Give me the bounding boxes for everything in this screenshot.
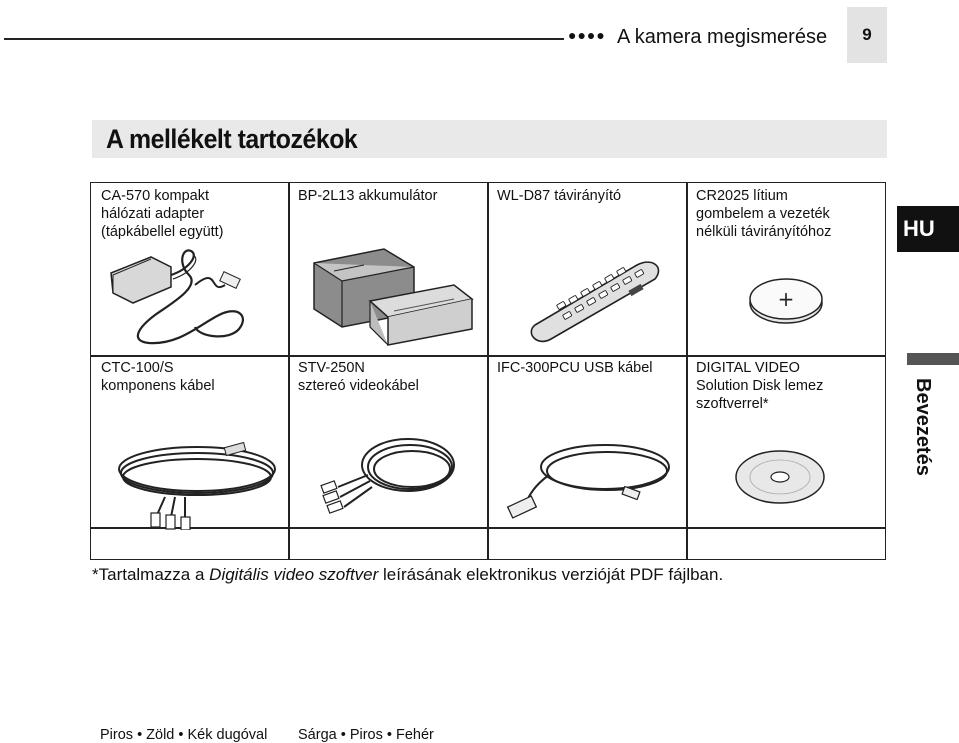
cd-disk-icon	[735, 450, 825, 504]
chapter-title: A kamera megismerése	[617, 26, 828, 48]
accessory-label: CA-570 kompakt hálózati adapter (tápkábe…	[101, 188, 224, 240]
remote-control-icon	[530, 261, 660, 343]
accessory-usb-cable: IFC-300PCU USB kábel	[487, 355, 686, 527]
accessory-stereo-cable: STV-250N sztereó videokábel	[288, 355, 487, 527]
accessories-grid: CA-570 kompakt hálózati adapter (tápkábe…	[90, 182, 887, 743]
grid-divider	[91, 527, 885, 529]
accessory-label: DIGITAL VIDEO Solution Disk lemez szoftv…	[696, 360, 824, 412]
accessory-cd: DIGITAL VIDEO Solution Disk lemez szoftv…	[686, 355, 887, 527]
stereo-cable-note: Sárga • Piros • Fehér	[298, 727, 434, 743]
accessory-label: BP-2L13 akkumulátor	[298, 188, 438, 204]
side-tab: Bevezetés	[912, 378, 934, 490]
accessory-remote: WL-D87 távirányító	[487, 183, 686, 355]
footnote-italic: Digitális video szoftver	[209, 565, 379, 584]
usb-cable-icon	[506, 444, 670, 519]
coin-battery-icon: +	[749, 278, 823, 324]
section-title: A mellékelt tartozékok	[106, 124, 358, 154]
accessory-label: WL-D87 távirányító	[497, 188, 622, 204]
accessory-coin-battery: CR2025 lítium gombelem a vezeték nélküli…	[686, 183, 887, 355]
footnote: *Tartalmazza a Digitális video szoftver …	[92, 565, 723, 585]
grid-divider	[686, 183, 688, 559]
accessory-component-cable: CTC-100/S komponens kábel	[91, 355, 288, 530]
component-cable-note: Piros • Zöld • Kék dugóval	[100, 727, 268, 743]
side-tab-label: Bevezetés	[912, 378, 934, 476]
section-heading-bar: A mellékelt tartozékok	[92, 120, 887, 158]
power-adapter-icon	[110, 249, 244, 345]
page-number: 9	[847, 7, 887, 63]
footnote-prefix: *Tartalmazza a	[92, 565, 210, 584]
accessory-battery: BP-2L13 akkumulátor	[288, 183, 487, 355]
component-cable-icon	[118, 441, 276, 530]
accessory-power-adapter: CA-570 kompakt hálózati adapter (tápkábe…	[91, 183, 288, 355]
grid-divider	[487, 183, 489, 559]
stereo-cable-icon	[320, 438, 455, 514]
footnote-suffix: leírásának elektronikus verzióját PDF fá…	[378, 565, 724, 584]
header-rule	[4, 38, 564, 40]
grid-divider	[288, 183, 290, 559]
plus-symbol: +	[778, 287, 795, 311]
accessory-label: STV-250N sztereó videokábel	[298, 360, 419, 394]
accessory-label: IFC-300PCU USB kábel	[497, 360, 653, 376]
grid-divider	[91, 355, 885, 357]
side-tab-marker	[907, 353, 959, 365]
accessory-label: CTC-100/S komponens kábel	[101, 360, 215, 394]
header-bullets: ●●●●	[568, 27, 606, 43]
battery-pack-icon	[313, 248, 474, 346]
language-badge: HU	[897, 206, 959, 252]
accessory-label: CR2025 lítium gombelem a vezeték nélküli…	[696, 188, 832, 240]
